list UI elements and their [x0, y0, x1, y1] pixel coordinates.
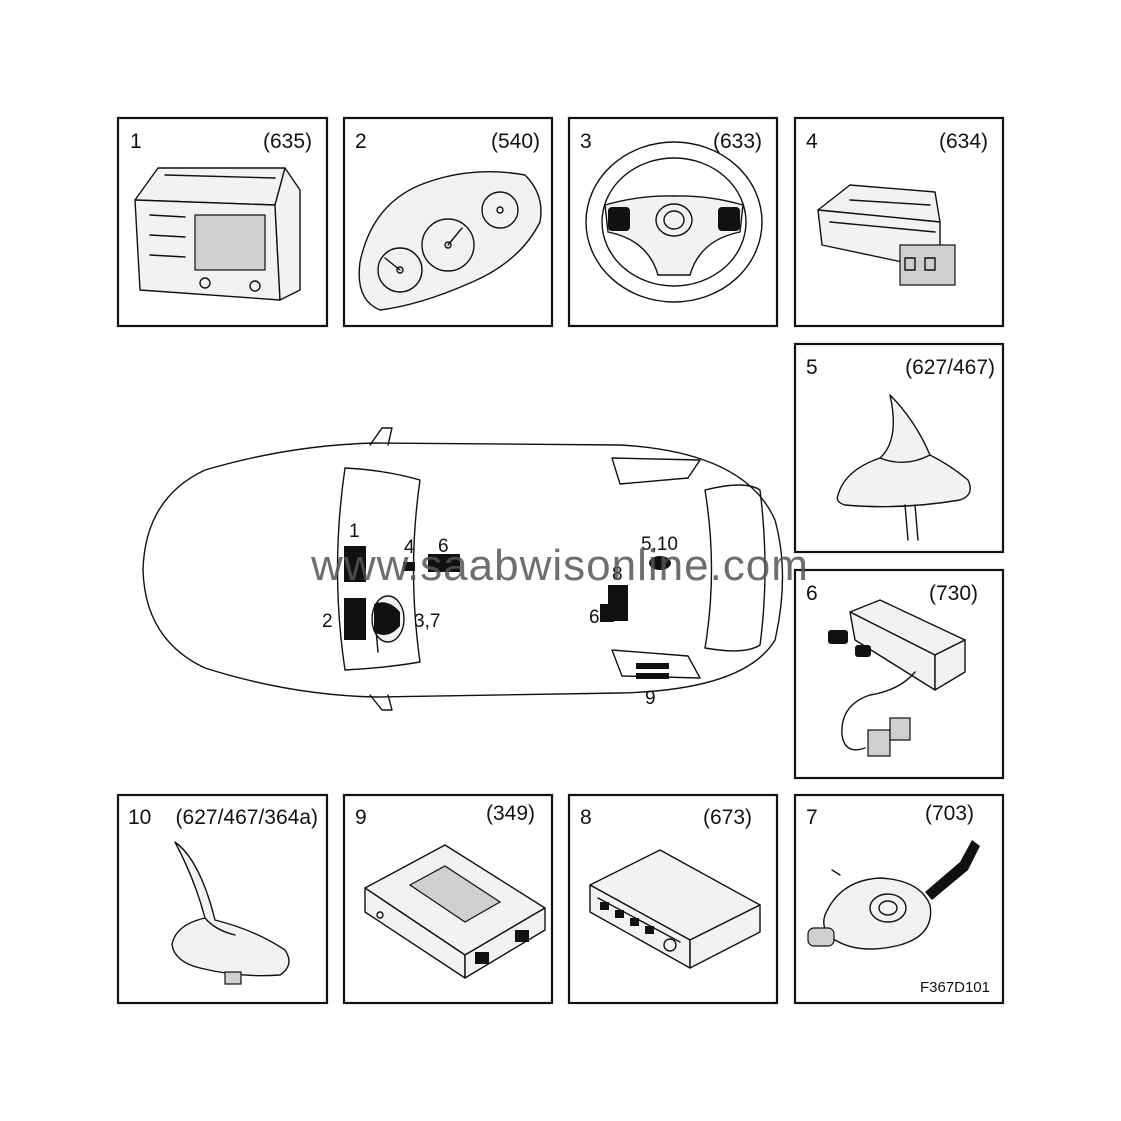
panel-5-code: (627/467) [905, 356, 995, 379]
panel-5: 5 (627/467) [793, 342, 1005, 554]
watermark: www.saabwisonline.com [310, 541, 809, 590]
car-label-4: 4 [404, 537, 415, 558]
panel-7: 7 (703) F367D101 [793, 793, 1005, 1005]
steering-wheel-illustration [585, 141, 763, 303]
panel-3-code: (633) [713, 130, 762, 153]
panel-8-code: (673) [703, 806, 752, 829]
car-label-8: 8 [612, 564, 623, 585]
column-switch-illustration [807, 840, 980, 950]
car-label-6b: 6 [589, 607, 600, 628]
control-module-8-illustration [589, 849, 761, 969]
panel-5-number: 5 [806, 356, 818, 379]
marker-3-7 [371, 595, 405, 653]
panel-1-code: (635) [263, 130, 312, 153]
panel-6: 6 (730) [793, 568, 1005, 780]
panel-9: 9 (349) [342, 793, 554, 1005]
marker-6a [428, 554, 460, 572]
car-label-9: 9 [645, 688, 656, 709]
car-top-view: 1 2 4 6 3,7 5,10 8 6 9 [142, 427, 784, 711]
antenna-illustration [171, 841, 290, 985]
marker-4 [403, 562, 415, 571]
car-label-5-10: 5,10 [641, 534, 678, 555]
control-module-9-illustration [364, 844, 546, 979]
panel-7-code: (703) [925, 802, 974, 825]
panel-4-code: (634) [939, 130, 988, 153]
panel-6-number: 6 [806, 582, 818, 605]
roof-antenna-illustration [836, 394, 971, 541]
panel-2-number: 2 [355, 130, 367, 153]
car-label-1: 1 [349, 521, 360, 542]
marker-2 [344, 598, 366, 640]
panel-8-number: 8 [580, 806, 592, 829]
panel-9-number: 9 [355, 806, 367, 829]
panel-10-code: (627/467/364a) [176, 806, 318, 829]
panel-10: 10 (627/467/364a) [116, 793, 329, 1005]
panel-4-number: 4 [806, 130, 818, 153]
panel-1-number: 1 [130, 130, 142, 153]
panel-2-code: (540) [491, 130, 540, 153]
panel-3-number: 3 [580, 130, 592, 153]
marker-1 [344, 546, 366, 582]
telematics-module-illustration [828, 599, 966, 757]
instrument-cluster-illustration [358, 170, 542, 311]
car-label-2: 2 [322, 611, 333, 632]
panel-8: 8 (673) [567, 793, 779, 1005]
marker-9b [636, 673, 669, 679]
car-label-6a: 6 [438, 536, 449, 557]
panel-7-number: 7 [806, 806, 818, 829]
panel-2: 2 (540) [342, 116, 554, 328]
panel-4: 4 (634) [793, 116, 1005, 328]
head-unit-illustration [134, 167, 301, 301]
panel-3: 3 (633) [567, 116, 779, 328]
panel-10-number: 10 [128, 806, 151, 829]
marker-5-10 [649, 556, 671, 570]
panel-9-code: (349) [486, 802, 535, 825]
panel-1: 1 (635) [116, 116, 329, 328]
marker-9a [636, 663, 669, 669]
button-module-illustration [817, 184, 956, 286]
panel-6-code: (730) [929, 582, 978, 605]
figure-id: F367D101 [920, 979, 990, 996]
marker-6b [600, 604, 614, 622]
car-label-3-7: 3,7 [414, 611, 440, 632]
